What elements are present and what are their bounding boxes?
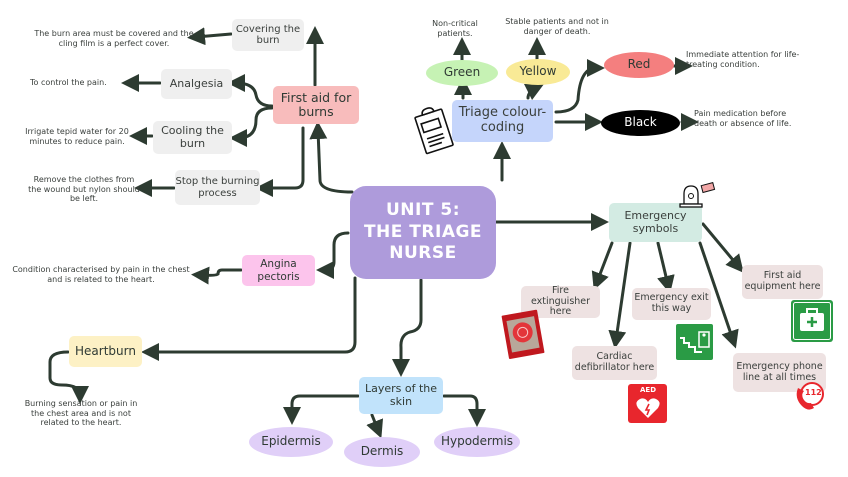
fire-extinguisher-label: Fire extinguisher here bbox=[530, 284, 591, 318]
green-note: Non-critical patients. bbox=[432, 19, 478, 38]
arrow-heartburn-to-note bbox=[48, 350, 89, 404]
skin-title: Layers of the skin bbox=[364, 381, 438, 408]
analgesia-node[interactable]: Analgesia bbox=[161, 69, 232, 99]
yellow-label: Yellow bbox=[519, 64, 557, 79]
arrow-skin-to-epidermis bbox=[283, 394, 360, 425]
cardiac-defibrillator-label: Cardiac defibrillator here bbox=[574, 351, 655, 373]
central-topic[interactable]: UNIT 5: THE TRIAGE NURSE bbox=[350, 186, 496, 279]
black-note: Pain medication before death or absence … bbox=[694, 109, 792, 128]
aed-icon: AED bbox=[628, 384, 667, 423]
stop-burning-node[interactable]: Stop the burning process bbox=[175, 170, 260, 205]
arrow-central-to-heartburn bbox=[141, 276, 357, 361]
triage-code-red[interactable]: Red bbox=[604, 52, 674, 78]
arrow-emergency-to-fire bbox=[591, 241, 614, 291]
cardiac-defibrillator-node[interactable]: Cardiac defibrillator here bbox=[572, 346, 657, 380]
analgesia-label: Analgesia bbox=[169, 76, 224, 90]
arrow-central-to-first-aid bbox=[309, 121, 354, 194]
arrow-emergency-to-firstaid bbox=[701, 222, 744, 273]
skin-layer-hypodermis[interactable]: Hypodermis bbox=[434, 427, 520, 457]
emergency-exit-label: Emergency exit this way bbox=[634, 292, 709, 314]
analgesia-note: To control the pain. bbox=[30, 78, 107, 87]
yellow-note: Stable patients and not in danger of dea… bbox=[505, 17, 609, 36]
triage-code-yellow[interactable]: Yellow bbox=[506, 59, 570, 85]
heartburn-node[interactable]: Heartburn bbox=[69, 336, 142, 367]
phone-112-text: 112 bbox=[805, 388, 822, 397]
cooling-burn-note: Irrigate tepid water for 20 minutes to r… bbox=[25, 127, 129, 146]
siren-sos-icon bbox=[679, 182, 716, 208]
epidermis-label: Epidermis bbox=[261, 434, 321, 449]
triage-node[interactable]: Triage colour-coding bbox=[452, 100, 553, 142]
stop-burning-note: Remove the clothes from the wound but ny… bbox=[28, 175, 140, 204]
central-title-line-1: UNIT 5: bbox=[386, 199, 460, 220]
arrow-first-aid-to-cooling bbox=[229, 106, 274, 147]
skin-layers-node[interactable]: Layers of the skin bbox=[359, 377, 443, 414]
stop-burning-label: Stop the burning process bbox=[175, 176, 260, 199]
cooling-burn-label: Cooling the burn bbox=[161, 123, 224, 150]
phone-112-icon: 112 bbox=[794, 380, 826, 412]
arrow-skin-to-dermis bbox=[366, 413, 384, 439]
arrow-emergency-to-phone bbox=[698, 241, 739, 349]
central-title-line-3: NURSE bbox=[389, 243, 457, 264]
first-aid-equipment-node[interactable]: First aid equipment here bbox=[742, 265, 823, 299]
skin-layer-dermis[interactable]: Dermis bbox=[344, 437, 420, 467]
dermis-label: Dermis bbox=[360, 444, 404, 459]
arrow-central-to-angina bbox=[316, 231, 350, 279]
angina-note: Condition characterised by pain in the c… bbox=[12, 265, 190, 284]
arrow-angina-to-note bbox=[191, 266, 243, 285]
arrow-emergency-to-cardiac bbox=[608, 241, 632, 349]
triage-code-black[interactable]: Black bbox=[601, 110, 680, 136]
heartburn-note: Burning sensation or pain in the chest a… bbox=[24, 399, 138, 428]
first-aid-title: First aid for burns bbox=[280, 89, 352, 119]
aed-text: AED bbox=[640, 386, 657, 394]
black-label: Black bbox=[624, 115, 657, 130]
first-aid-node[interactable]: First aid for burns bbox=[273, 86, 359, 124]
covering-burn-label: Covering the burn bbox=[235, 23, 301, 47]
arrow-triage-to-yellow bbox=[523, 83, 545, 101]
arrow-skin-to-hypodermis bbox=[442, 394, 486, 427]
arrow-covering-to-note bbox=[187, 27, 233, 46]
first-aid-kit-icon bbox=[791, 300, 833, 342]
emergency-title: Emergency symbols bbox=[624, 208, 687, 235]
fire-hose-reel-icon bbox=[501, 309, 545, 359]
arrow-first-aid-to-analgesia bbox=[227, 74, 274, 108]
emergency-exit-icon bbox=[676, 324, 713, 360]
red-note: Immediate attention for life-treating co… bbox=[686, 50, 800, 69]
emergency-phone-label: Emergency phone line at all times bbox=[736, 360, 823, 383]
cooling-burn-node[interactable]: Cooling the burn bbox=[153, 121, 232, 154]
skin-layer-epidermis[interactable]: Epidermis bbox=[249, 427, 333, 457]
arrow-central-to-skin bbox=[392, 278, 423, 377]
arrow-emergency-to-exit bbox=[656, 241, 675, 294]
clipboard-ambulance-icon bbox=[414, 107, 454, 155]
emergency-symbols-node[interactable]: Emergency symbols bbox=[609, 203, 702, 242]
emergency-exit-node[interactable]: Emergency exit this way bbox=[632, 288, 711, 320]
arrow-triage-to-red bbox=[554, 59, 605, 114]
triage-title: Triage colour-coding bbox=[458, 105, 547, 135]
central-title-line-2: THE TRIAGE bbox=[363, 221, 483, 242]
covering-burn-node[interactable]: Covering the burn bbox=[232, 19, 304, 51]
angina-node[interactable]: Angina pectoris bbox=[242, 255, 315, 286]
green-label: Green bbox=[443, 65, 481, 80]
first-aid-equipment-label: First aid equipment here bbox=[744, 270, 821, 292]
red-label: Red bbox=[627, 57, 651, 72]
covering-burn-note: The burn area must be covered and the cl… bbox=[34, 29, 194, 48]
heartburn-label: Heartburn bbox=[75, 343, 136, 358]
arrow-first-aid-to-stop bbox=[255, 126, 305, 197]
hypodermis-label: Hypodermis bbox=[440, 434, 514, 449]
triage-code-green[interactable]: Green bbox=[426, 60, 498, 86]
angina-label: Angina pectoris bbox=[257, 258, 300, 283]
